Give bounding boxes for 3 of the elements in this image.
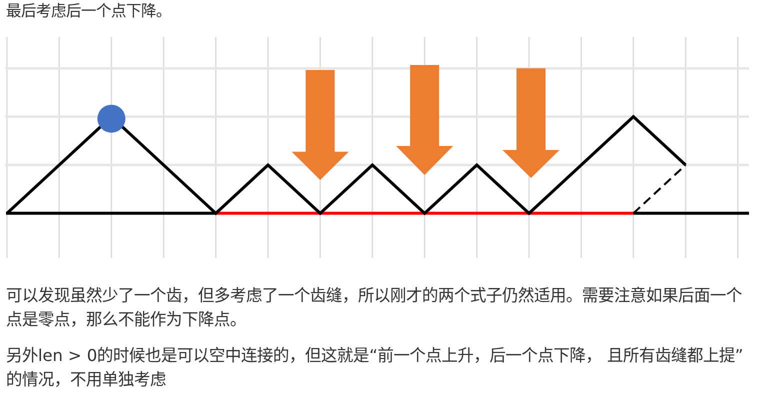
paragraph: 可以发现虽然少了一个齿，但多考虑了一个齿缝，所以刚才的两个式子仍然适用。需要注意如果后面一个点是零点，那么不能作为下降点。	[6, 285, 743, 331]
paragraph: 另外len > 0的时候也是可以空中连接的，但这就是“前一个点上升，后一个点下降， 且所有齿缝都上提”的情况，不用单独考虑	[6, 345, 744, 391]
paragraph: 最后考虑后一个点下降。	[6, 1, 172, 22]
